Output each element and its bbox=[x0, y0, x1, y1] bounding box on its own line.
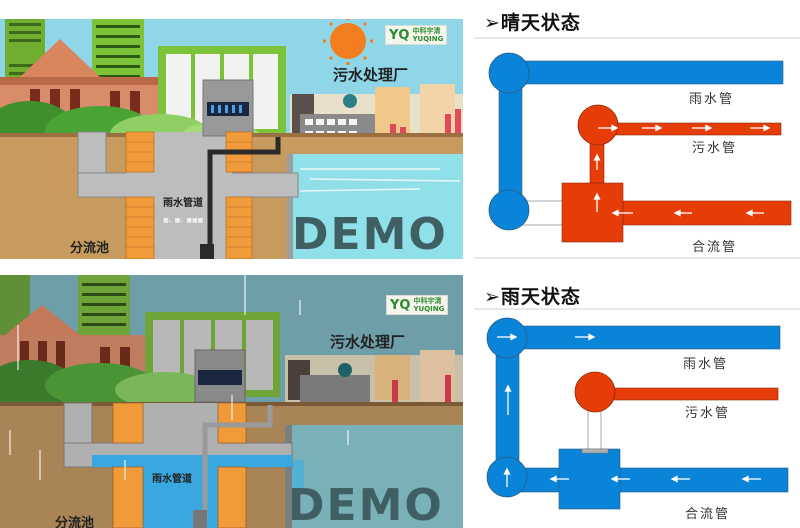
rain-pipe-label: 雨水管 bbox=[689, 92, 735, 107]
arrow-right-icon bbox=[497, 333, 518, 341]
combined-pipe-label: 合流管 bbox=[685, 507, 731, 522]
arrow-left-icon bbox=[741, 475, 761, 483]
combined-pipe bbox=[622, 200, 792, 226]
arrow-right-icon bbox=[598, 124, 619, 132]
rain-pipe-label: 雨水管 bbox=[683, 357, 729, 372]
arrow-right-icon bbox=[642, 124, 663, 132]
demo-watermark: DEMO bbox=[288, 480, 444, 528]
sunny-state-diagram: ➢晴天状态 雨水管 污水管 合流管 bbox=[470, 0, 800, 265]
treatment-plant-label: 污水处理厂 bbox=[333, 66, 409, 84]
arrow-left-icon bbox=[673, 209, 692, 217]
rain-pipe-sublabel: ■、■、■■■ bbox=[163, 217, 204, 224]
rain-streaks bbox=[9, 275, 349, 480]
sewage-pipe-label: 污水管 bbox=[685, 406, 731, 421]
arrow-left-icon bbox=[610, 475, 630, 483]
rain-pipe bbox=[508, 60, 784, 85]
sewage-pipe-joint bbox=[577, 104, 619, 146]
sewage-pipe bbox=[202, 405, 273, 520]
sunny-state-title: ➢晴天状态 bbox=[484, 12, 581, 34]
rain-pipe-joint-bottom bbox=[488, 189, 530, 231]
arrow-right-icon bbox=[750, 124, 771, 132]
sun-icon bbox=[330, 23, 366, 59]
treatment-plant-label: 污水处理厂 bbox=[330, 333, 406, 351]
sunny-pipe-diagram bbox=[474, 37, 800, 259]
arrow-up-icon bbox=[593, 153, 601, 170]
rain-pipe-label: 雨水管道 bbox=[163, 198, 203, 209]
rainy-scene-art bbox=[0, 275, 463, 528]
rain-pipe-joint-top bbox=[488, 52, 530, 94]
rainy-state-diagram: ➢雨天状态 雨水管 污水管 合流管 bbox=[470, 265, 800, 528]
rainy-state-title: ➢雨天状态 bbox=[484, 286, 581, 308]
sunny-scene-art bbox=[0, 19, 463, 259]
arrow-right-icon bbox=[575, 333, 596, 341]
rain-pipe bbox=[505, 325, 781, 350]
arrow-right-icon bbox=[692, 124, 713, 132]
arrow-left-icon bbox=[611, 209, 633, 217]
flow-arrows bbox=[593, 124, 771, 217]
rain-pipe-label: 雨水管道 bbox=[152, 474, 192, 485]
arrow-up-icon bbox=[504, 384, 512, 415]
logo-cn: 中科宇清 bbox=[412, 27, 441, 35]
river-water bbox=[292, 425, 463, 528]
rainy-pipe-diagram bbox=[474, 308, 800, 510]
tank-label: 分流池 bbox=[70, 241, 110, 256]
sewage-pipe-label: 污水管 bbox=[692, 141, 738, 156]
brick-wall bbox=[125, 131, 253, 259]
sewage-pipe bbox=[597, 122, 782, 136]
rain-pipe-joint-top bbox=[486, 317, 528, 359]
closed-gate bbox=[581, 448, 609, 454]
tank-label: 分流池 bbox=[55, 516, 95, 528]
museum-roof bbox=[5, 305, 80, 335]
logo-en: YUQING bbox=[412, 35, 444, 43]
logo-cn: 中科宇清 bbox=[413, 297, 442, 305]
river-water bbox=[290, 154, 463, 259]
rain-pipe-vertical bbox=[498, 72, 523, 211]
brick-wall bbox=[112, 402, 247, 528]
arrow-up-icon bbox=[593, 192, 601, 212]
museum-roof bbox=[20, 39, 100, 77]
flow-arrows bbox=[497, 333, 761, 487]
sewage-pipe bbox=[207, 137, 281, 254]
combined-pipe-label: 合流管 bbox=[692, 240, 738, 255]
sewage-pipe-joint bbox=[574, 371, 616, 413]
logo-en: YUQING bbox=[413, 305, 445, 313]
arrow-left-icon bbox=[549, 475, 569, 483]
arrow-left-icon bbox=[745, 209, 764, 217]
logo-mark: YQ bbox=[390, 297, 411, 313]
demo-watermark: DEMO bbox=[292, 209, 448, 259]
arrow-left-icon bbox=[670, 475, 690, 483]
diversion-box bbox=[558, 448, 621, 510]
logo-mark: YQ bbox=[389, 27, 410, 43]
sewage-pipe bbox=[597, 387, 779, 401]
overflow-waterfall bbox=[292, 460, 304, 490]
arrow-up-icon bbox=[503, 467, 511, 487]
